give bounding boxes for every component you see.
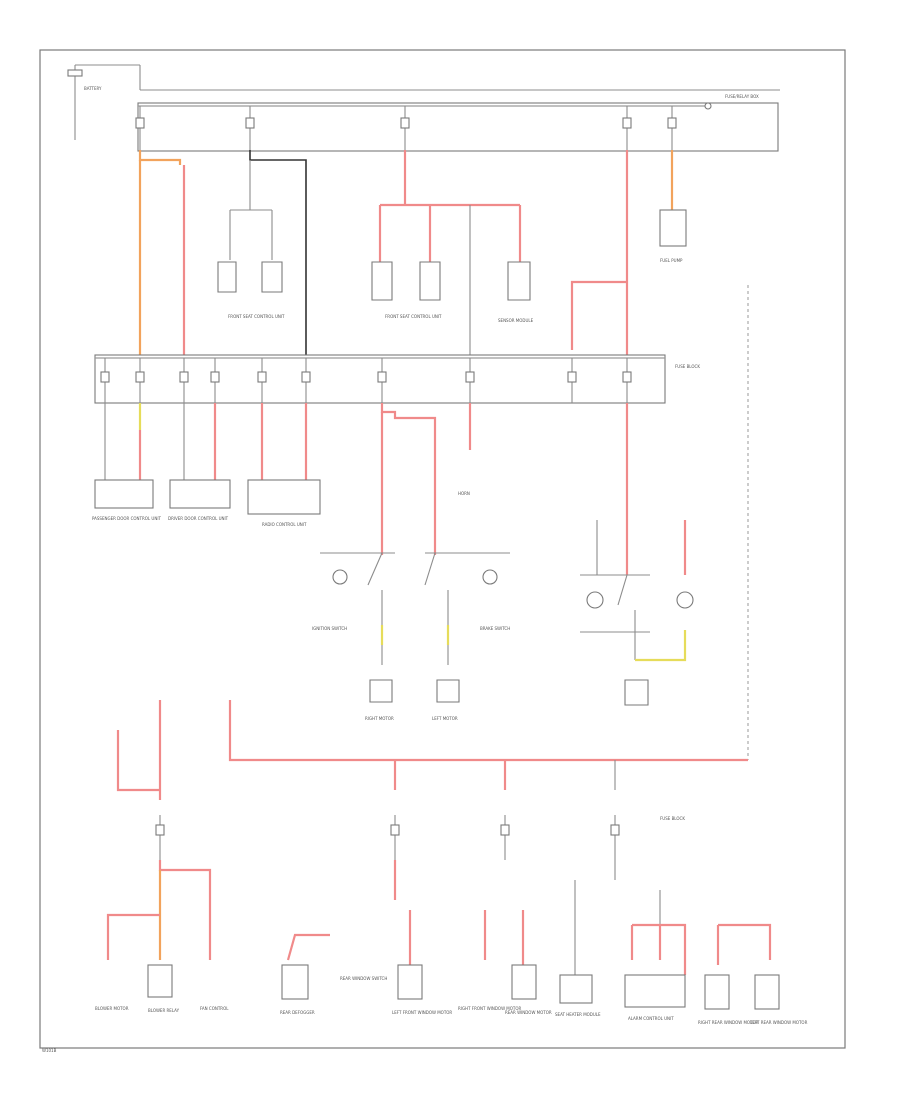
rear-window-switch: REAR WINDOW SWITCH <box>340 976 387 981</box>
passenger-door-control-unit-label: PASSENGER DOOR CONTROL UNIT <box>92 516 162 521</box>
fuse <box>135 106 145 150</box>
fuse <box>500 815 510 860</box>
rear-window-motor-label: REAR WINDOW MOTOR <box>505 1010 552 1015</box>
rear-defogger-label: REAR DEFOGGER <box>280 1010 315 1015</box>
right-rear-window-motor-label: RIGHT REAR WINDOW MOTOR <box>698 1020 759 1025</box>
blower-motor: BLOWER MOTOR <box>95 1006 129 1011</box>
right-front-window-motor-label: RIGHT FRONT WINDOW MOTOR <box>458 1006 521 1011</box>
blower-relay: BLOWER RELAY <box>147 964 180 1013</box>
fan-control-label: FAN CONTROL <box>200 1006 229 1011</box>
fuse <box>179 358 189 403</box>
fuse <box>100 358 110 403</box>
driver-door-control-unit-label: DRIVER DOOR CONTROL UNIT <box>168 516 229 521</box>
left-motor-label: LEFT MOTOR <box>432 716 458 721</box>
fuse <box>667 106 677 150</box>
right-rear-window-motor: RIGHT REAR WINDOW MOTOR <box>698 974 759 1025</box>
fuse <box>210 358 220 403</box>
seat-heater-module: SEAT HEATER MODULE <box>555 974 601 1017</box>
seat-heater-module-label: SEAT HEATER MODULE <box>555 1012 601 1017</box>
front-seat-control-unit-label-left: FRONT SEAT CONTROL UNIT <box>228 314 285 319</box>
fuse <box>301 358 311 403</box>
ignition-switch: IGNITION SWITCH RIGHT MOTOR <box>312 552 395 721</box>
right-motor-label: RIGHT MOTOR <box>365 716 394 721</box>
rear-window-motor: REAR WINDOW MOTOR <box>505 964 552 1015</box>
blower-motor-label: BLOWER MOTOR <box>95 1006 129 1011</box>
fuse <box>155 815 165 860</box>
front-seat-control-unit-right: FRONT SEAT CONTROL UNIT <box>371 261 442 319</box>
fuse <box>135 358 145 403</box>
fuel-pump: FUEL PUMP <box>659 209 687 263</box>
brake-switch-label: BRAKE SWITCH <box>480 626 510 631</box>
fuse-block-lower: FUSE BLOCK <box>155 815 685 860</box>
sensor-module-label: SENSOR MODULE <box>498 318 534 323</box>
right-front-window-motor: RIGHT FRONT WINDOW MOTOR <box>458 1006 521 1011</box>
horn-label: HORN <box>458 491 470 496</box>
alarm-control-unit: ALARM CONTROL UNIT <box>624 974 686 1021</box>
fuel-pump-label: FUEL PUMP <box>660 258 683 263</box>
fuse <box>465 358 475 403</box>
fuse <box>245 106 255 150</box>
front-seat-control-unit-label-right: FRONT SEAT CONTROL UNIT <box>385 314 442 319</box>
alarm-control-unit-label: ALARM CONTROL UNIT <box>628 1016 674 1021</box>
horn: HORN <box>458 491 470 496</box>
fan-control: FAN CONTROL <box>200 1006 229 1011</box>
fuse-relay-box-label: FUSE/RELAY BOX <box>725 94 759 99</box>
right-switch-group <box>580 520 694 706</box>
fuse <box>610 815 620 860</box>
radio-control-unit: RADIO CONTROL UNIT <box>247 479 321 527</box>
rear-window-switch-label: REAR WINDOW SWITCH <box>340 976 387 981</box>
brake-switch: BRAKE SWITCH LEFT MOTOR <box>424 552 510 721</box>
sensor-module: SENSOR MODULE <box>498 261 534 323</box>
left-front-window-motor-label: LEFT FRONT WINDOW MOTOR <box>392 1010 452 1015</box>
left-front-window-motor: LEFT FRONT WINDOW MOTOR <box>392 964 452 1015</box>
driver-door-control-unit: DRIVER DOOR CONTROL UNIT <box>168 479 231 521</box>
fuse <box>400 106 410 150</box>
left-rear-window-motor: LEFT REAR WINDOW MOTOR <box>750 974 808 1025</box>
fuse <box>622 358 632 403</box>
fuse <box>567 358 577 403</box>
fuse <box>390 815 400 860</box>
fuse-block-label: FUSE BLOCK <box>675 364 700 369</box>
fuse <box>257 358 267 403</box>
ignition-switch-label: IGNITION SWITCH <box>312 626 347 631</box>
radio-control-unit-label: RADIO CONTROL UNIT <box>262 522 307 527</box>
connector-circle <box>704 102 712 110</box>
fuse <box>622 106 632 150</box>
rear-defogger: REAR DEFOGGER <box>280 964 315 1015</box>
left-rear-window-motor-label: LEFT REAR WINDOW MOTOR <box>750 1020 808 1025</box>
battery-label: BATTERY <box>84 86 102 91</box>
fuse-relay-box-top: FUSE/RELAY BOX <box>135 94 779 152</box>
fuse <box>377 358 387 403</box>
blower-relay-label: BLOWER RELAY <box>148 1008 180 1013</box>
battery: BATTERY <box>67 64 780 140</box>
fuse-block-lower-label: FUSE BLOCK <box>660 816 685 821</box>
front-seat-control-unit-left: FRONT SEAT CONTROL UNIT <box>217 209 285 319</box>
diagram-code: W101B <box>42 1048 57 1053</box>
passenger-door-control-unit: PASSENGER DOOR CONTROL UNIT <box>92 479 162 521</box>
diagram-border <box>39 49 846 1049</box>
